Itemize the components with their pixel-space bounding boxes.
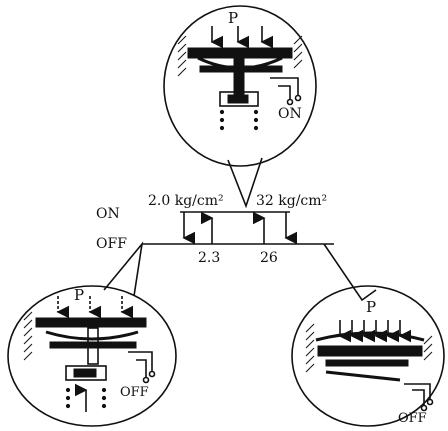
top-on-label: ON <box>278 106 302 122</box>
top-switch-mechanism <box>177 35 303 131</box>
pressure-hysteresis-chart: ON OFF 2.0 kg/cm² 32 kg/cm² 2.3 26 <box>96 193 334 266</box>
set-low-label: 2.0 kg/cm² <box>148 193 224 209</box>
top-detail-bubble: P ON <box>163 5 317 209</box>
right-switch-mechanism <box>305 323 434 412</box>
top-pressure-label: P <box>228 9 238 27</box>
reset-low-label: 2.3 <box>198 250 220 266</box>
right-off-label: OFF <box>398 411 427 426</box>
left-off-label: OFF <box>120 385 149 400</box>
set-high-label: 32 kg/cm² <box>256 193 327 209</box>
right-pressure-arrows <box>338 320 412 343</box>
left-pressure-arrows <box>56 296 134 319</box>
left-switch-mechanism <box>23 311 156 412</box>
left-pressure-label: P <box>74 286 84 304</box>
left-detail-bubble: P OFF <box>7 241 177 427</box>
top-pressure-arrows <box>210 26 274 49</box>
reset-high-label: 26 <box>260 250 278 266</box>
axis-off-label: OFF <box>96 236 127 252</box>
right-detail-bubble: P OFF <box>291 243 445 427</box>
axis-on-label: ON <box>96 206 120 222</box>
right-pressure-label: P <box>366 298 376 316</box>
